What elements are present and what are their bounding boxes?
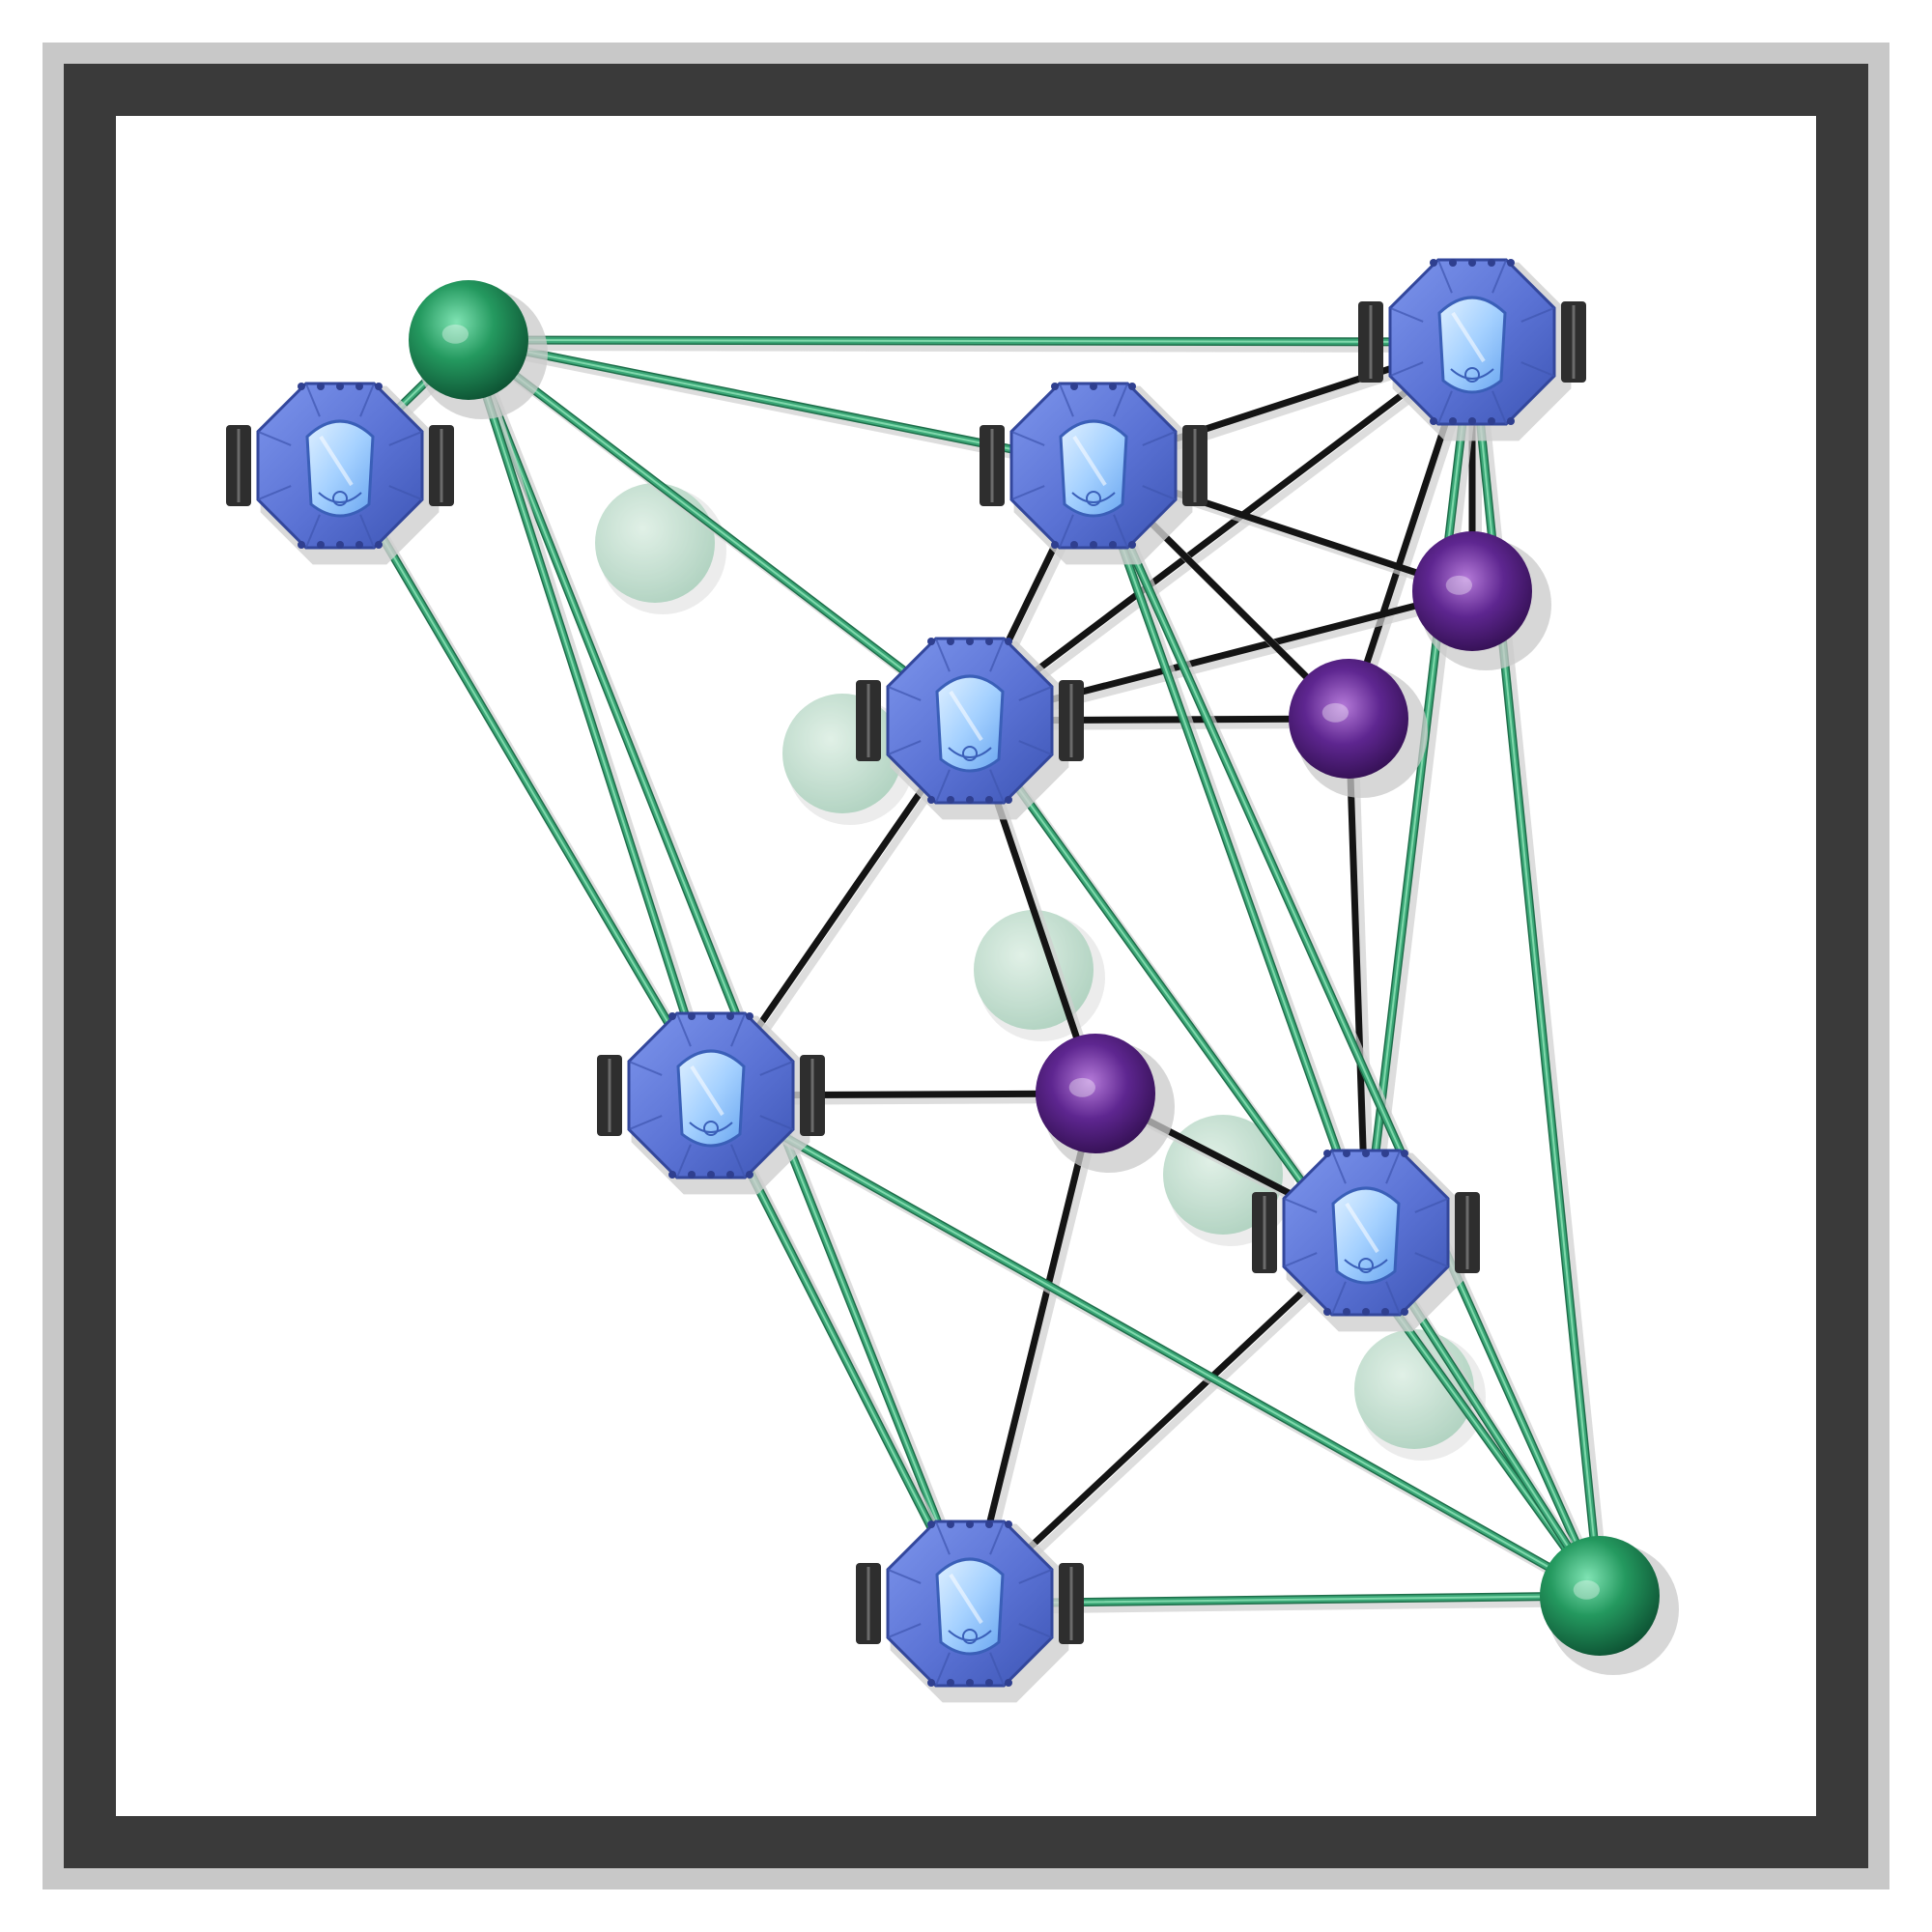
green-link	[706, 1091, 1610, 1606]
green-link	[464, 335, 722, 1106]
green-link	[464, 335, 1483, 353]
green-link	[1089, 461, 1610, 1606]
green-anchor-sphere	[409, 280, 548, 419]
ghost-layer	[595, 483, 1486, 1461]
green-link	[464, 335, 980, 731]
robot	[226, 382, 454, 565]
robot	[1358, 258, 1586, 441]
node-layer	[226, 258, 1679, 1703]
robot	[980, 382, 1208, 565]
robot	[856, 637, 1084, 820]
purple-target-sphere	[1289, 659, 1428, 798]
robot	[1252, 1149, 1480, 1332]
robot	[597, 1011, 825, 1195]
green-anchor-sphere	[1540, 1536, 1679, 1675]
green-link	[464, 335, 980, 1614]
purple-target-sphere	[1036, 1034, 1175, 1173]
green-link	[1089, 461, 1377, 1243]
black-link	[966, 1229, 1376, 1613]
robot	[856, 1520, 1084, 1703]
green-link	[965, 716, 1610, 1606]
green-link	[1361, 337, 1483, 1243]
black-link	[966, 338, 1482, 730]
green-link	[335, 461, 722, 1106]
purple-target-sphere	[1412, 531, 1551, 670]
